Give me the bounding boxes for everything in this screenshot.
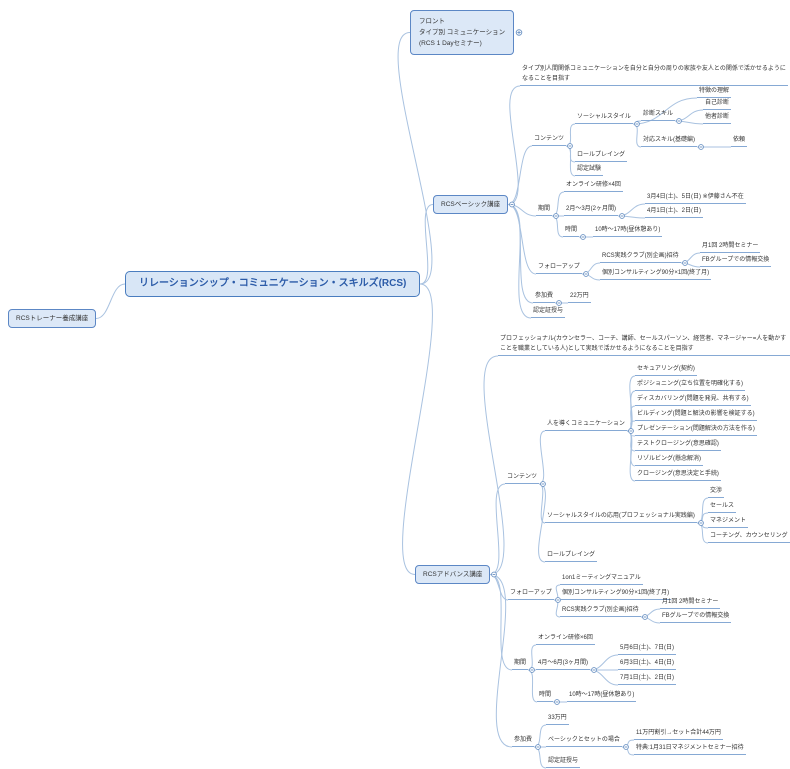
node-basic-dates-2[interactable]: 4月1日(土)、2日(日) [645, 206, 704, 218]
node-advance-certificate[interactable]: 認定証授与 [546, 756, 581, 768]
node-advance-set-option[interactable]: ベーシックとセットの場合 [546, 735, 622, 747]
node-advance-time-value[interactable]: 10時〜17時(昼休憩あり) [567, 690, 637, 702]
node-basic-practice-club[interactable]: RCS実践クラブ(別企画)招待 [600, 251, 681, 263]
collapse-toggle-icon[interactable] [529, 667, 535, 673]
node-basic-certificate[interactable]: 認定証授与 [531, 306, 566, 318]
node-advance-contents[interactable]: コンテンツ [505, 472, 540, 484]
front-line-1: フロント [419, 18, 445, 25]
node-advance-building[interactable]: ビルディング(問題と解決の影響を検証する) [635, 409, 757, 421]
collapse-toggle-icon[interactable] [698, 520, 704, 526]
node-advance-fb-group[interactable]: FBグループでの情報交換 [660, 611, 732, 623]
node-basic-dates-1[interactable]: 3月4日(土)、5日(日) ※伊藤さん不在 [645, 192, 746, 204]
collapse-toggle-icon[interactable] [642, 614, 648, 620]
node-advance-social-applied[interactable]: ソーシャルスタイルの応用(プロフェッショナル実践編) [545, 511, 697, 523]
node-basic-social-style[interactable]: ソーシャルスタイル [575, 112, 633, 124]
node-advance-fee-value[interactable]: 33万円 [546, 713, 569, 725]
node-basic-months[interactable]: 2月〜3月(2ヶ月間) [564, 204, 619, 216]
node-advance-dates-3[interactable]: 7月1日(土)、2日(日) [618, 673, 677, 685]
collapse-toggle-icon[interactable] [698, 144, 704, 150]
node-advance-test-closing[interactable]: テストクロージング(意思確認) [635, 439, 721, 451]
collapse-toggle-icon[interactable] [623, 744, 629, 750]
node-trainer-course[interactable]: RCSトレーナー養成講座 [8, 309, 97, 328]
node-advance-followup[interactable]: フォローアップ [508, 588, 554, 600]
node-advance-consulting[interactable]: 個別コンサルティング90分×1回(終了月) [560, 588, 672, 600]
node-basic-period[interactable]: 期間 [536, 204, 553, 216]
node-basic-response-skill[interactable]: 対応スキル(基礎編) [641, 135, 697, 147]
node-basic-goal[interactable]: タイプ別人間関係コミュニケーションを自分と自分の周りの家族や友人との関係で活かせ… [520, 64, 788, 86]
node-advance-fee[interactable]: 参加費 [512, 735, 535, 747]
collapse-toggle-icon[interactable] [676, 118, 682, 124]
node-basic-self-diagnosis[interactable]: 自己診断 [703, 98, 732, 110]
node-basic-followup[interactable]: フォローアップ [536, 262, 582, 274]
collapse-toggle-icon[interactable] [682, 260, 688, 266]
node-advance-practice-club[interactable]: RCS実践クラブ(別企画)招待 [560, 605, 641, 617]
collapse-toggle-icon[interactable] [535, 744, 541, 750]
node-basic-contents[interactable]: コンテンツ [532, 134, 567, 146]
node-basic-fee-value[interactable]: 22万円 [568, 291, 591, 303]
node-basic-fee[interactable]: 参加費 [533, 291, 556, 303]
collapse-toggle-icon[interactable] [619, 213, 625, 219]
collapse-toggle-icon[interactable] [628, 428, 634, 434]
collapse-toggle-icon[interactable] [540, 481, 546, 487]
node-basic-roleplay[interactable]: ロールプレイング [575, 150, 628, 162]
collapse-toggle-icon[interactable] [580, 234, 586, 240]
collapse-toggle-icon[interactable] [509, 201, 515, 208]
collapse-toggle-icon[interactable] [567, 143, 573, 149]
node-advance-presentation[interactable]: プレゼンテーション(問題解決の方法を作る) [635, 424, 757, 436]
node-advance-monthly-seminar[interactable]: 月1回 2時間セミナー [660, 597, 721, 609]
collapse-toggle-icon[interactable] [553, 213, 559, 219]
node-basic-diagnosis-skill[interactable]: 診断スキル [641, 109, 676, 121]
node-advance-roleplay[interactable]: ロールプレイング [545, 550, 598, 562]
node-advance-goal[interactable]: プロフェッショナル(カウンセラー、コーチ、講師、セールスパーソン、経営者、マネー… [498, 334, 790, 356]
node-advance-time[interactable]: 時間 [537, 690, 554, 702]
node-basic-course[interactable]: RCSベーシック講座 [433, 195, 509, 214]
node-advance-coaching[interactable]: コーチング、カウンセリング [708, 531, 790, 543]
node-advance-negotiation[interactable]: 交渉 [708, 486, 725, 498]
node-basic-time[interactable]: 時間 [563, 225, 580, 237]
node-advance-discovering[interactable]: ディスカバリング(問題を発見、共有する) [635, 394, 751, 406]
expand-toggle-icon[interactable] [515, 29, 523, 36]
node-basic-others-diagnosis[interactable]: 他者診断 [703, 112, 732, 124]
node-basic-fb-group[interactable]: FBグループでの情報交換 [700, 255, 772, 267]
node-advance-1on1-manual[interactable]: 1on1ミーティングマニュアル [560, 573, 643, 585]
node-advance-resolving[interactable]: リゾルビング(懸念解消) [635, 454, 703, 466]
node-advance-period[interactable]: 期間 [512, 658, 529, 670]
node-advance-months[interactable]: 4月〜6月(3ヶ月間) [536, 658, 591, 670]
node-front-seminar[interactable]: フロント タイプ別 コミュニケーション (RCS 1 Dayセミナー) [410, 10, 515, 55]
node-basic-time-value[interactable]: 10時〜17時(昼休憩あり) [593, 225, 663, 237]
node-advance-set-bonus[interactable]: 特典:1月31日マネジメントセミナー招待 [634, 743, 746, 755]
node-advance-leading-communication[interactable]: 人を導くコミュニケーション [545, 419, 627, 431]
node-basic-consulting[interactable]: 個別コンサルティング90分×1回(終了月) [600, 268, 712, 280]
node-basic-understanding[interactable]: 特徴の理解 [697, 86, 732, 98]
node-basic-request[interactable]: 依頼 [731, 135, 748, 147]
node-advance-dates-1[interactable]: 5月6日(土)、7日(日) [618, 643, 677, 655]
node-advance-management[interactable]: マネジメント [708, 516, 749, 528]
node-advance-closing[interactable]: クロージング(意思決定と手続) [635, 469, 721, 481]
collapse-toggle-icon[interactable] [634, 121, 640, 127]
node-basic-exam[interactable]: 認定試験 [575, 164, 604, 176]
collapse-toggle-icon[interactable] [583, 271, 589, 277]
front-line-3: (RCS 1 Dayセミナー) [419, 40, 482, 47]
node-main-topic[interactable]: リレーションシップ・コミュニケーション・スキルズ(RCS) [125, 271, 421, 297]
node-advance-online-training[interactable]: オンライン研修×6回 [536, 633, 595, 645]
node-advance-course[interactable]: RCSアドバンス講座 [415, 565, 491, 584]
node-advance-set-discount[interactable]: 11万円割引→セット合計44万円 [634, 728, 723, 740]
front-line-2: タイプ別 コミュニケーション [419, 29, 506, 36]
node-advance-dates-2[interactable]: 6月3日(土)、4日(日) [618, 658, 677, 670]
node-advance-sales[interactable]: セールス [708, 501, 737, 513]
node-advance-positioning[interactable]: ポジショニング(立ち位置を明確化する) [635, 379, 745, 391]
node-basic-online-training[interactable]: オンライン研修×4回 [564, 180, 623, 192]
collapse-toggle-icon[interactable] [556, 300, 562, 306]
node-advance-securing[interactable]: セキュアリング(契約) [635, 364, 697, 376]
collapse-toggle-icon[interactable] [554, 699, 560, 705]
collapse-toggle-icon[interactable] [491, 571, 497, 578]
collapse-toggle-icon[interactable] [591, 667, 597, 673]
node-basic-monthly-seminar[interactable]: 月1回 2時間セミナー [700, 241, 761, 253]
